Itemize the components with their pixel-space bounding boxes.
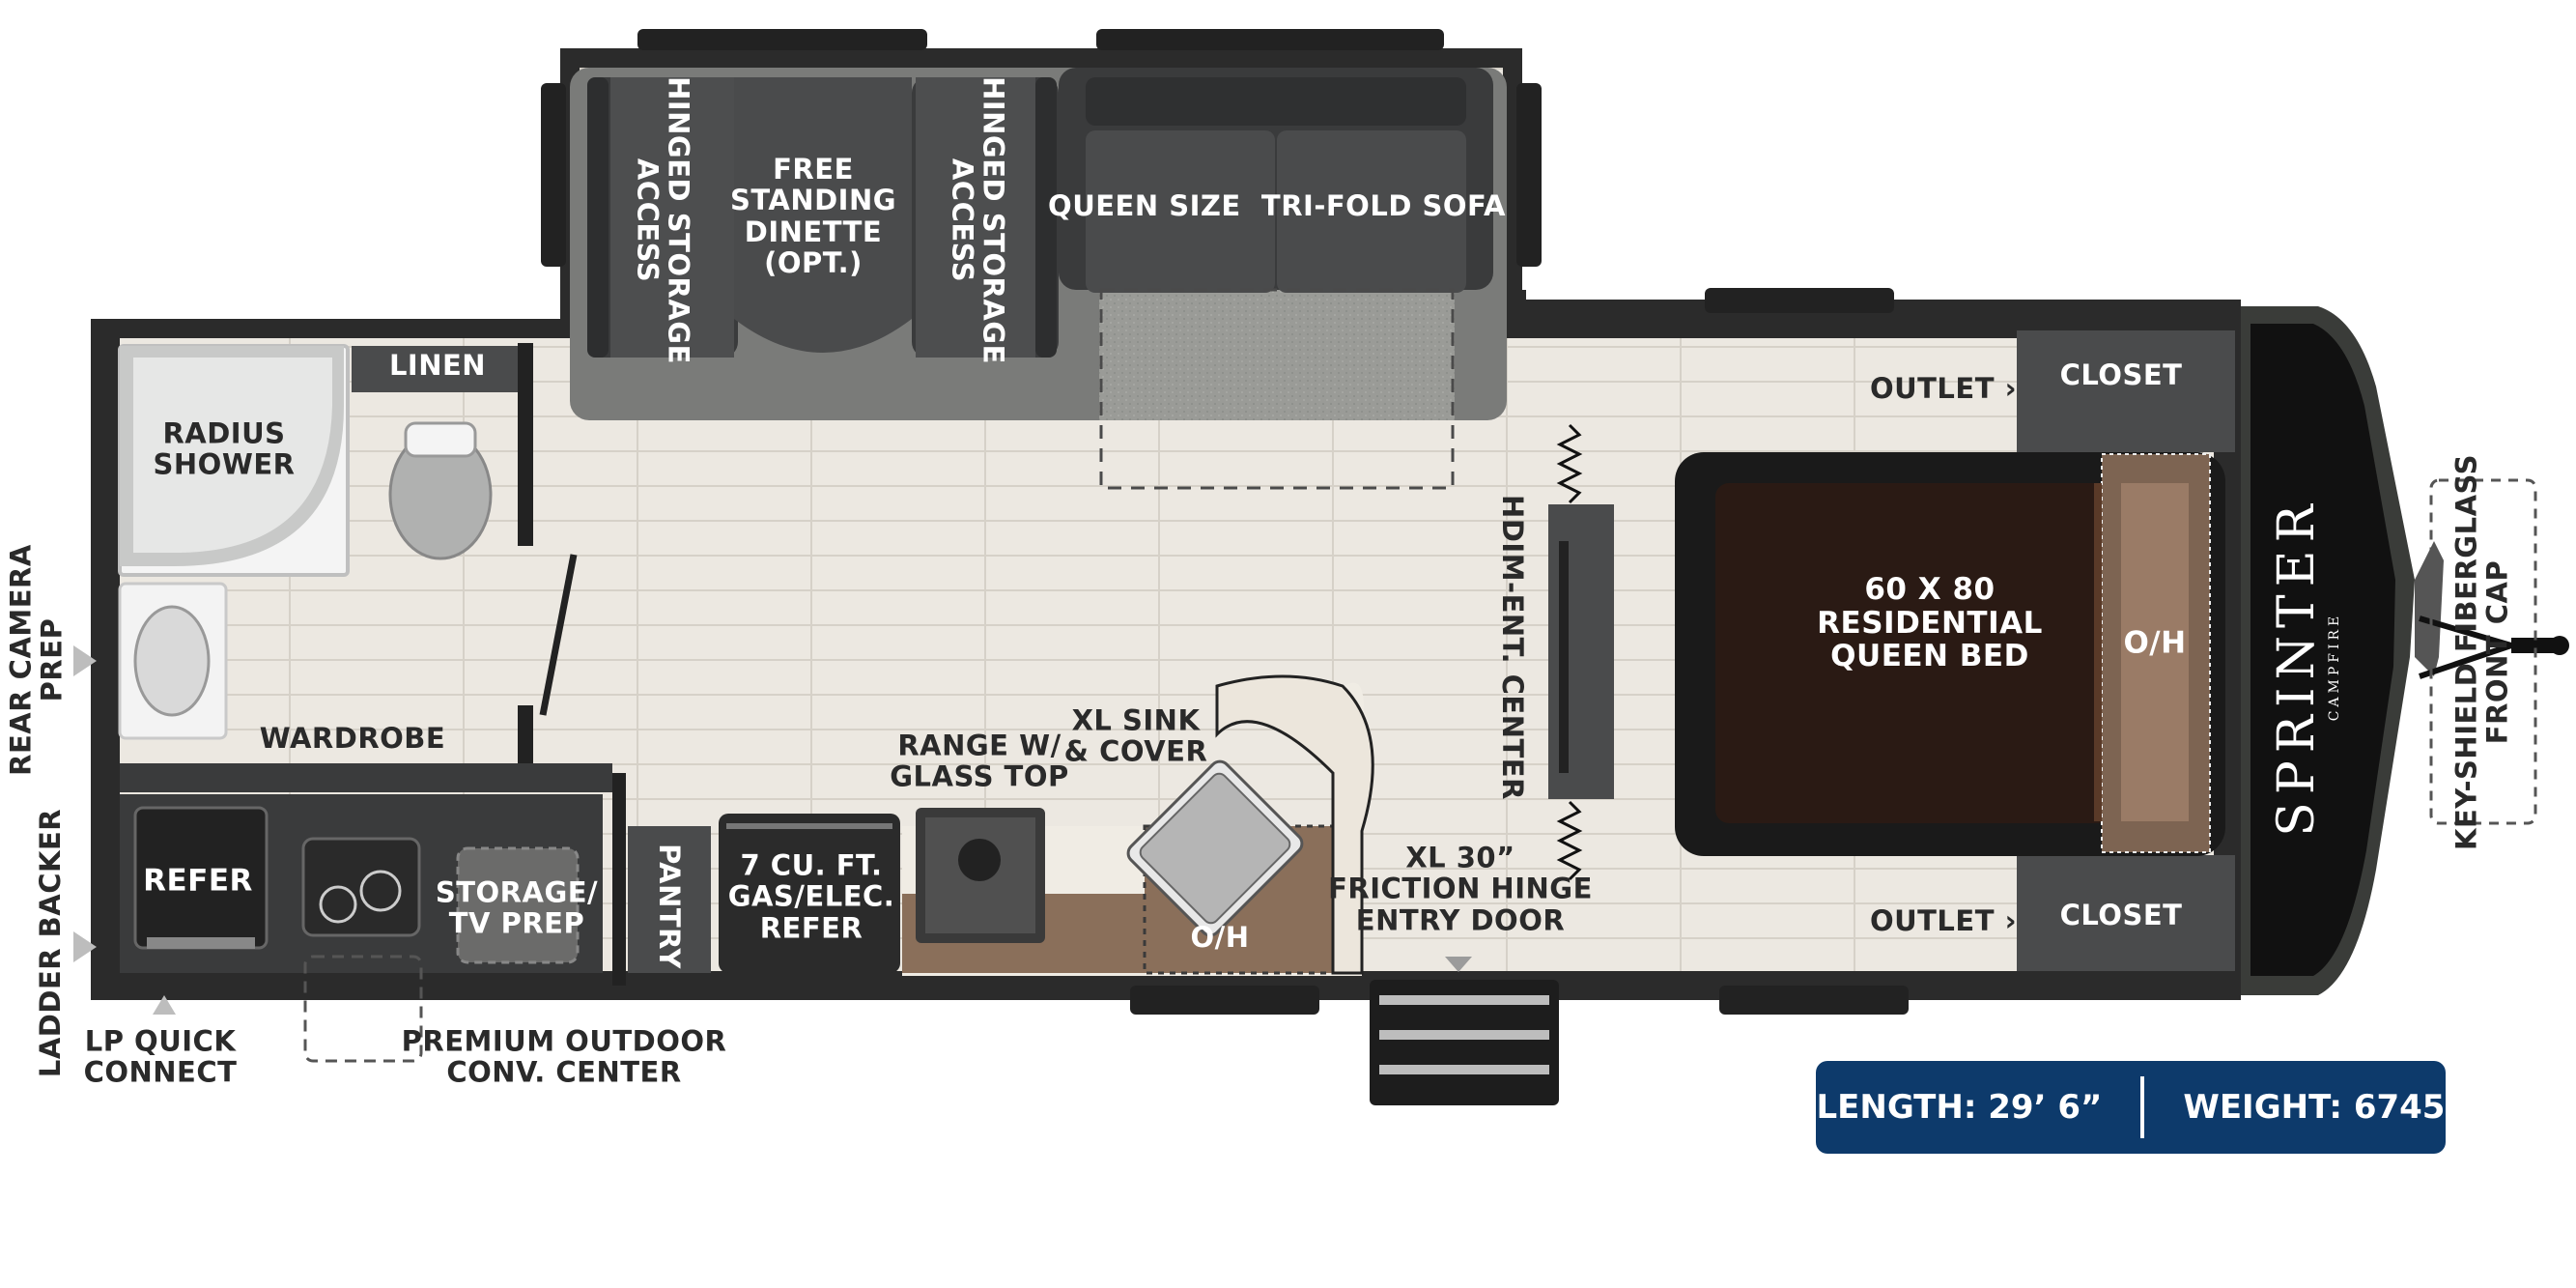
hinged-storage-right-label: HINGED STORAGE ACCESS: [946, 76, 1010, 364]
refer-label: REFER: [143, 863, 253, 899]
bed-label: 60 X 80 RESIDENTIAL QUEEN BED: [1817, 571, 2043, 674]
lp-quick-connect-label: LP QUICK CONNECT: [83, 1024, 238, 1089]
linen-label: LINEN: [388, 348, 487, 382]
length-spec: LENGTH: 29’ 6”: [1816, 1088, 2103, 1127]
badge-separator: [2140, 1076, 2145, 1138]
radius-shower-label: RADIUS SHOWER: [153, 416, 296, 481]
logo-sub-text: CAMPFIRE: [2327, 612, 2342, 722]
sofa-label: QUEEN SIZE TRI-FOLD SOFA: [1048, 188, 1506, 222]
pantry-label: PANTRY: [653, 844, 687, 969]
closet-top-label: CLOSET: [2059, 358, 2183, 391]
oh-bed-label: O/H: [2123, 625, 2187, 661]
closet-bottom-label: CLOSET: [2059, 898, 2183, 931]
outlet-bottom-label: OUTLET ›: [1869, 903, 2018, 937]
oh-kitchen-label: O/H: [1190, 920, 1250, 954]
specs-badge: LENGTH: 29’ 6” WEIGHT: 6745: [1816, 1061, 2446, 1154]
front-cap-label: KEY-SHIELD FIBERGLASS FRONT CAP: [2449, 453, 2514, 851]
outlet-top-label: OUTLET ›: [1869, 371, 2018, 405]
logo-brand-text: SPRINTER: [2268, 497, 2326, 837]
dinette-label: FREE STANDING DINETTE (OPT.): [729, 153, 897, 280]
refer-7cu-label: 7 CU. FT. GAS/ELEC. REFER: [727, 848, 895, 945]
rear-camera-prep-label: REAR CAMERA PREP: [4, 544, 69, 776]
premium-outdoor-label: PREMIUM OUTDOOR CONV. CENTER: [401, 1024, 727, 1089]
ent-center-label: HDIM-ENT. CENTER: [1496, 495, 1530, 800]
xl-sink-label: XL SINK & COVER: [1063, 703, 1208, 768]
entry-door-label: XL 30” FRICTION HINGE ENTRY DOOR: [1328, 841, 1593, 937]
ladder-backer-label: LADDER BACKER: [33, 808, 67, 1078]
sprinter-logo: SPRINTER CAMPFIRE: [2268, 497, 2342, 837]
weight-spec: WEIGHT: 6745: [2183, 1088, 2446, 1127]
wardrobe-label: WARDROBE: [259, 721, 446, 755]
range-label: RANGE W/ GLASS TOP: [890, 729, 1069, 793]
storage-tv-prep-label: STORAGE/ TV PREP: [435, 875, 599, 940]
hinged-storage-left-label: HINGED STORAGE ACCESS: [631, 76, 695, 364]
